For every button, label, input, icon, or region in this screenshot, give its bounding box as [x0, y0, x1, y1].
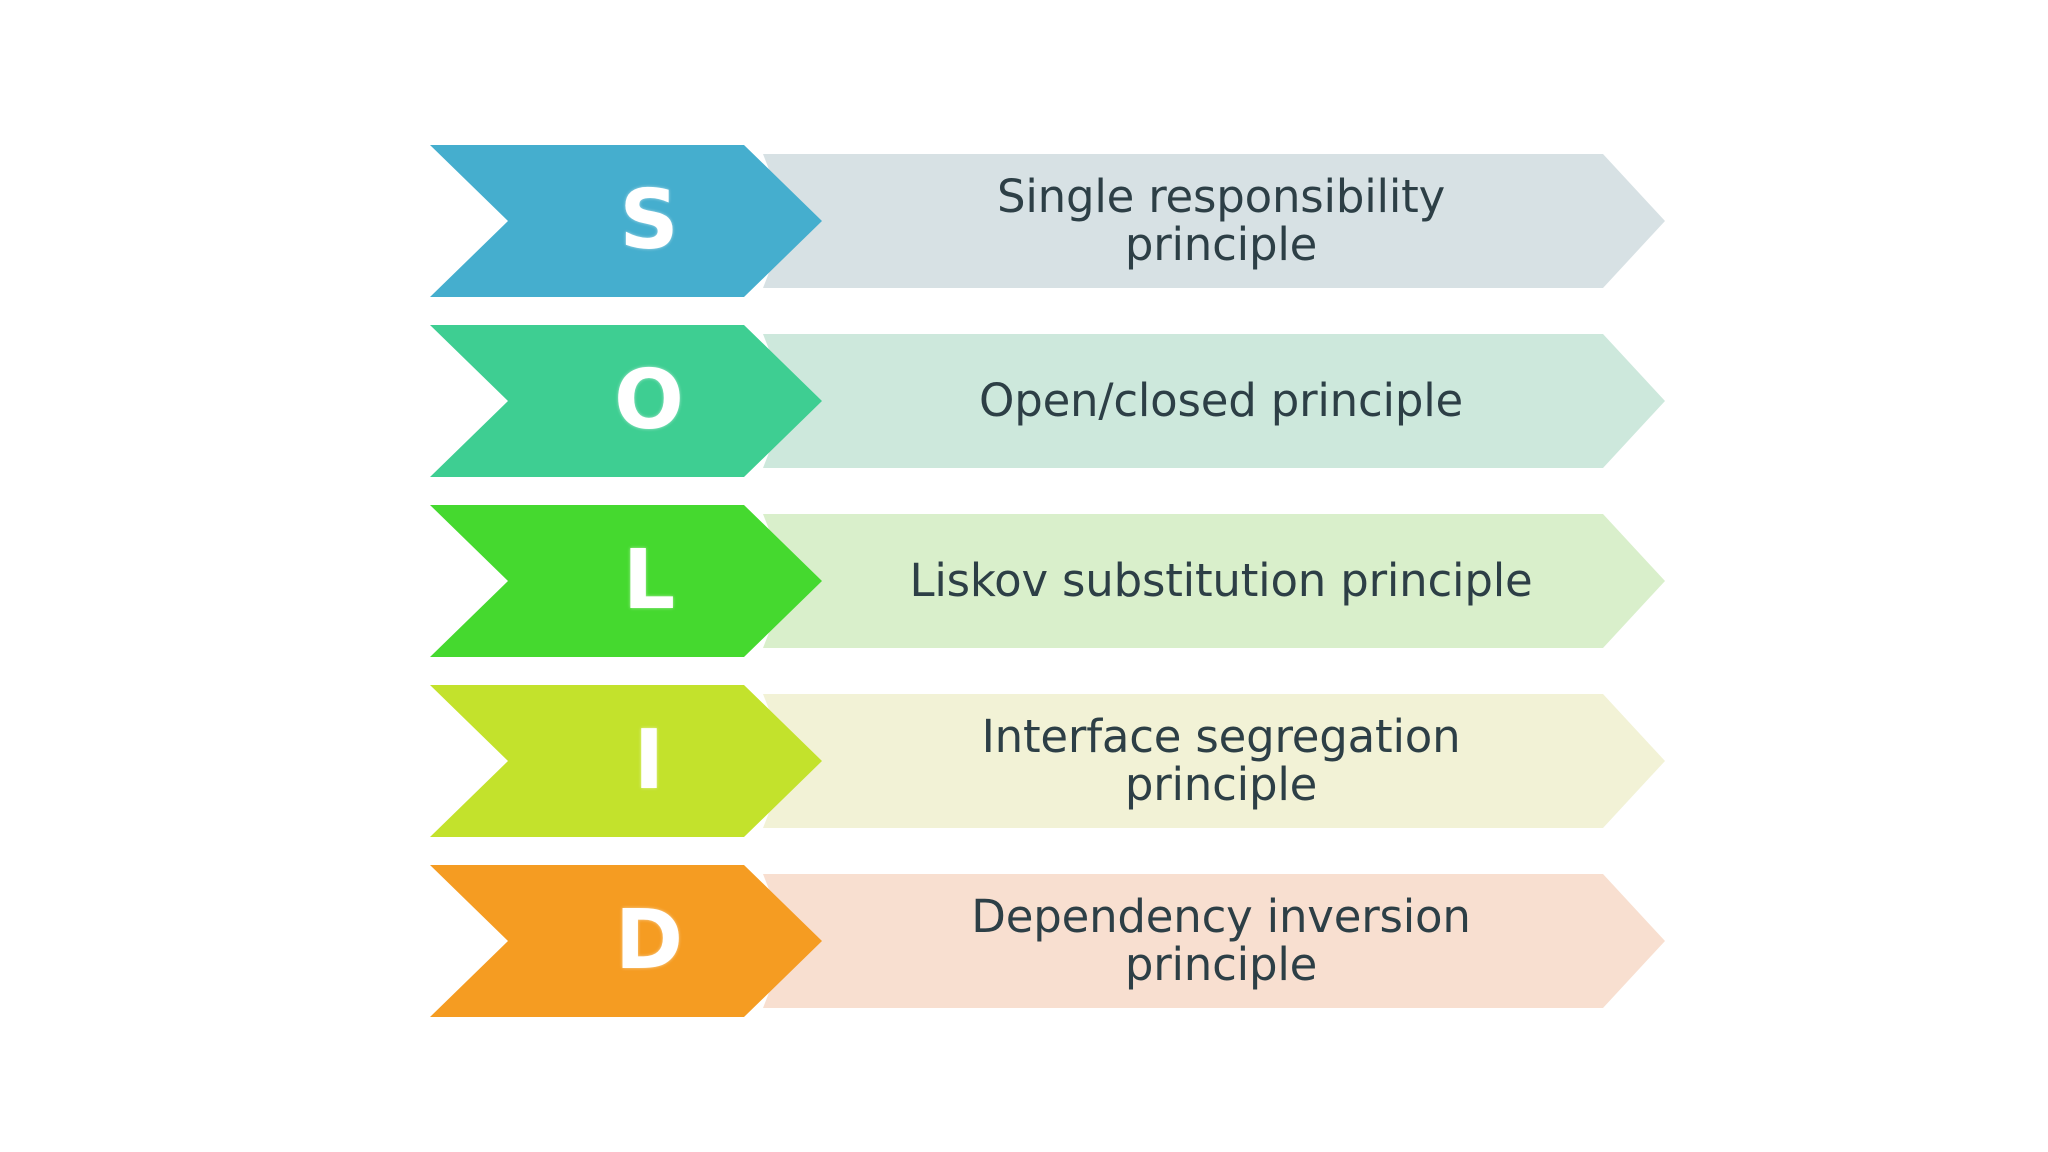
acronym-letter: S: [619, 173, 679, 268]
acronym-letter: D: [614, 893, 684, 988]
diagram-row: Single responsibility principle S: [430, 145, 1665, 297]
diagram-row: Dependency inversion principle D: [430, 865, 1665, 1017]
principle-label: Interface segregation principle: [981, 710, 1461, 811]
letter-chevron: L: [430, 505, 822, 657]
diagram-row: Open/closed principle O: [430, 325, 1665, 477]
letter-chevron: S: [430, 145, 822, 297]
principle-label: Dependency inversion principle: [971, 890, 1471, 991]
principle-label: Single responsibility principle: [997, 170, 1445, 271]
letter-chevron: D: [430, 865, 822, 1017]
principle-band: Liskov substitution principle: [763, 514, 1665, 648]
principle-band: Open/closed principle: [763, 334, 1665, 468]
acronym-letter: I: [633, 713, 665, 808]
principle-band: Dependency inversion principle: [763, 874, 1665, 1008]
principle-label: Liskov substitution principle: [909, 554, 1533, 608]
letter-chevron: O: [430, 325, 822, 477]
principle-label: Open/closed principle: [978, 374, 1463, 428]
solid-principles-diagram: Single responsibility principle S Open/c…: [430, 145, 1665, 1025]
acronym-letter: L: [622, 533, 676, 628]
acronym-letter: O: [614, 353, 684, 448]
principle-band: Interface segregation principle: [763, 694, 1665, 828]
letter-chevron: I: [430, 685, 822, 837]
diagram-row: Liskov substitution principle L: [430, 505, 1665, 657]
principle-band: Single responsibility principle: [763, 154, 1665, 288]
diagram-row: Interface segregation principle I: [430, 685, 1665, 837]
